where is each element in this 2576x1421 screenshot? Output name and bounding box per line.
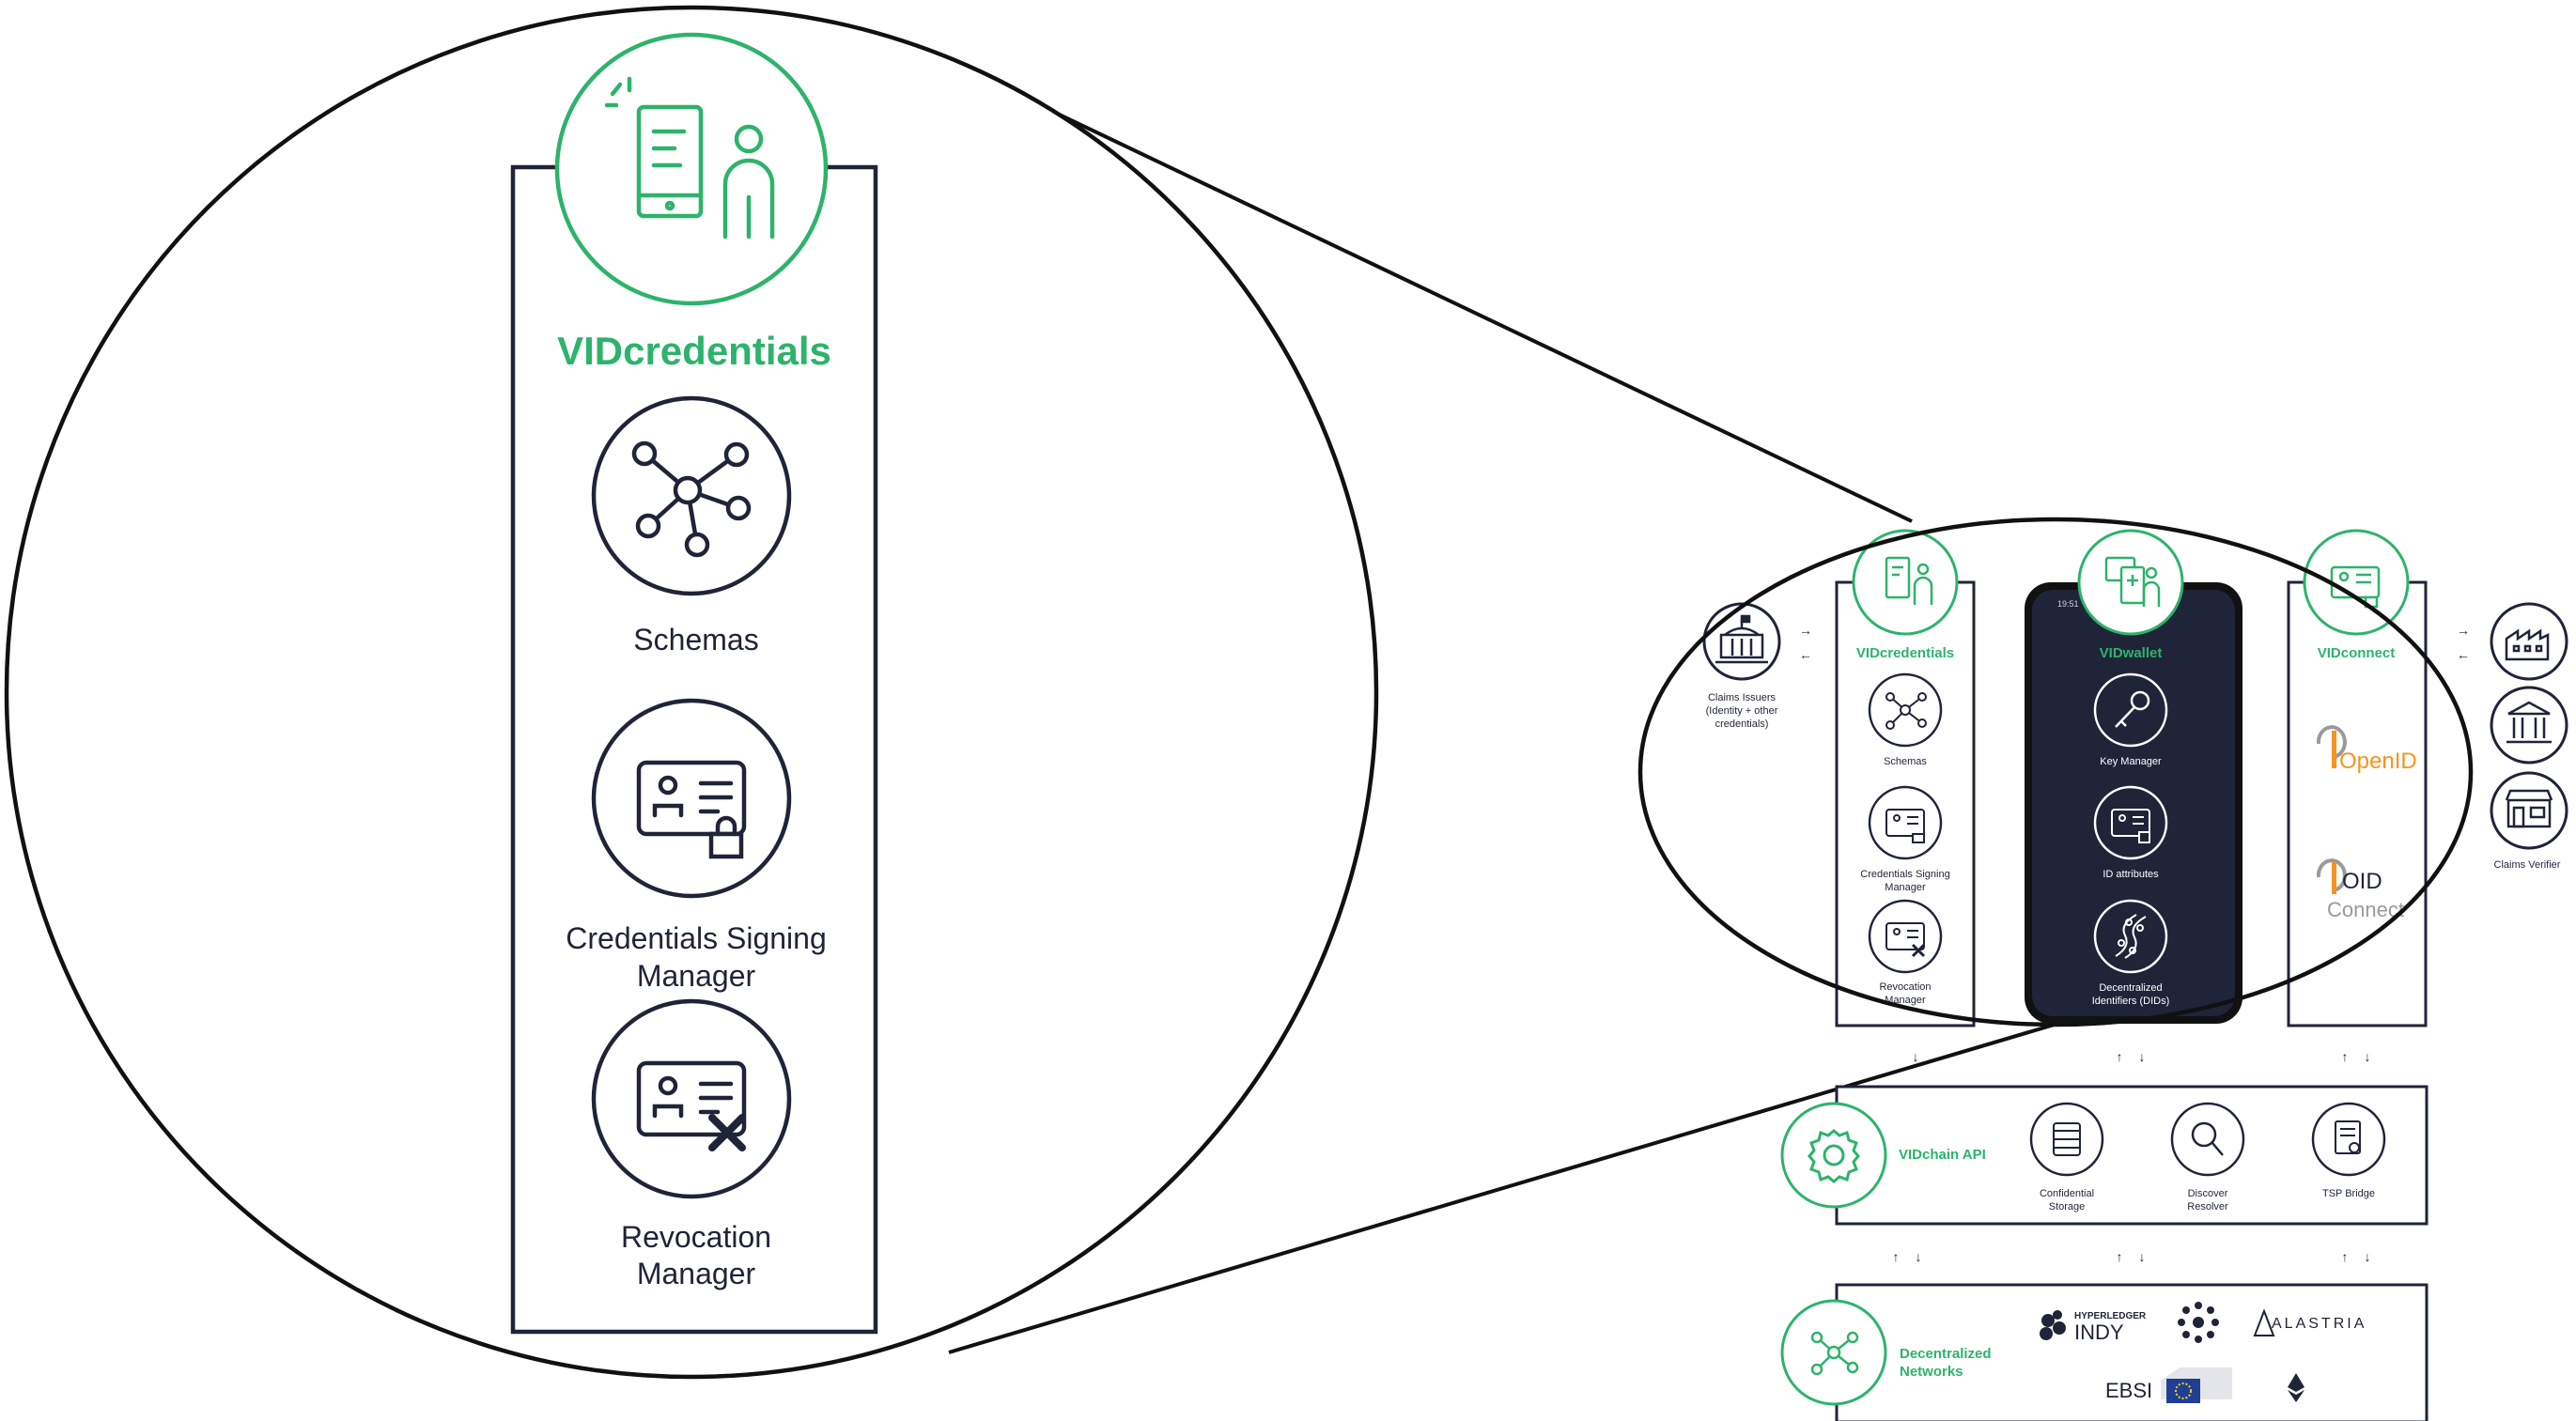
credentials-id-card-lock-icon — [1868, 785, 1943, 860]
credentials-item-signing-1: Credentials Signing — [1860, 869, 1949, 880]
svg-text:→: → — [1799, 623, 1812, 638]
svg-text:↑: ↑ — [2117, 1049, 2123, 1064]
svg-text:↓: ↓ — [1916, 1249, 1922, 1264]
api-item-storage-2: Storage — [2049, 1201, 2086, 1212]
bank-icon — [2490, 686, 2568, 765]
openid-logo: OpenID — [2316, 725, 2417, 774]
mobile-user-icon — [554, 32, 829, 306]
indy-text: INDY — [2074, 1321, 2124, 1344]
issuers-label-2: (Identity + other — [1706, 705, 1778, 717]
svg-text:↑: ↑ — [2342, 1249, 2349, 1264]
wallet-item-did-2: Identifiers (DIDs) — [2092, 996, 2170, 1007]
store-icon — [2490, 771, 2568, 850]
svg-text:↓: ↓ — [2139, 1249, 2146, 1264]
issuer-arrows: → ← — [1799, 623, 1812, 662]
networks-layer: Decentralized Networks HYPERLEDGER INDY … — [1780, 1283, 2429, 1421]
dna-icon — [2093, 899, 2168, 974]
ethereum-logo — [2288, 1373, 2304, 1402]
gear-icon — [1780, 1102, 1887, 1209]
wallet-item-key: Key Manager — [2100, 756, 2162, 767]
network-icon — [591, 395, 792, 596]
id-card-phone-icon — [2093, 785, 2168, 860]
wallet-item-did-1: Decentralized — [2099, 982, 2162, 994]
magnifier-icon — [2170, 1102, 2245, 1177]
api-item-resolver-1: Discover — [2188, 1188, 2228, 1199]
issuer-building-icon — [1702, 602, 1781, 681]
credentials-title: VIDcredentials — [1856, 645, 1954, 661]
ebsi-text: EBSI — [2105, 1379, 2152, 1402]
factory-icon — [2490, 602, 2568, 681]
issuers-label-3: credentials) — [1715, 718, 1769, 730]
ebsi-logo: EBSI — [2105, 1367, 2232, 1403]
wallet-title: VIDwallet — [2100, 645, 2163, 661]
wallet-time: 19:51 — [2057, 599, 2079, 609]
api-item-resolver-2: Resolver — [2187, 1201, 2228, 1212]
credentials-item-schemas: Schemas — [1884, 756, 1927, 767]
zoom-item-signing-1: Credentials Signing — [566, 921, 827, 955]
zoom-item-signing-2: Manager — [637, 959, 756, 993]
api-item-storage-1: Confidential — [2040, 1188, 2094, 1199]
id-card-cross-icon — [591, 998, 792, 1199]
connect-title: VIDconnect — [2318, 645, 2396, 661]
svg-text:←: ← — [2457, 647, 2470, 662]
mobile-plus-user-icon — [2077, 529, 2184, 636]
zoom-connector-lines — [948, 78, 2058, 1354]
openid-text: OpenID — [2339, 749, 2417, 774]
credentials-item-signing-2: Manager — [1885, 882, 1926, 893]
verifier-arrows: → ← — [2457, 623, 2470, 662]
credentials-mobile-user-icon — [1852, 529, 1959, 636]
id-card-lock-icon — [591, 698, 792, 899]
svg-text:↓: ↓ — [2365, 1249, 2371, 1264]
zoom-title: VIDcredentials — [557, 329, 831, 373]
hyperledger-logo: HYPERLEDGER INDY — [2040, 1310, 2147, 1344]
svg-text:↓: ↓ — [2365, 1049, 2371, 1064]
connect-column: VIDconnect OpenID OID Connect — [2287, 529, 2428, 1027]
id-card-lock-green-icon — [2303, 529, 2410, 636]
svg-text:↑: ↑ — [1893, 1249, 1900, 1264]
layer-arrows: ↓ ↑ ↓ ↑ ↓ ↑ ↓ ↑ ↓ ↑ ↓ — [1893, 1049, 2371, 1264]
credentials-network-icon — [1868, 672, 1943, 748]
wallet-phone: 19:51 VIDwallet K — [2025, 529, 2242, 1024]
networks-icon — [1780, 1299, 1887, 1406]
oid-text: OID — [2342, 869, 2382, 894]
alastria-logo: ALASTRIA — [2253, 1308, 2367, 1336]
certificate-icon — [2311, 1102, 2386, 1177]
oid-connect-text: Connect — [2327, 898, 2404, 921]
issuers-label-1: Claims Issuers — [1708, 692, 1777, 703]
credentials-id-card-cross-icon — [1868, 899, 1943, 974]
api-layer: VIDchain API Confidential Storage Discov… — [1780, 1085, 2429, 1226]
small-zoom-circle — [1637, 517, 2474, 1027]
zoom-item-revocation-2: Manager — [637, 1257, 756, 1290]
networks-title-1: Decentralized — [1900, 1346, 1992, 1362]
credentials-item-revocation-1: Revocation — [1879, 981, 1931, 993]
hyperledger-text: HYPERLEDGER — [2074, 1311, 2147, 1321]
eu-flag-logo — [2161, 1367, 2232, 1403]
alastria-text: ALASTRIA — [2272, 1316, 2367, 1332]
overview-diagram: Claims Issuers (Identity + other credent… — [1637, 517, 2568, 1421]
verifier-label: Claims Verifier — [2494, 859, 2561, 871]
zoom-item-revocation-1: Revocation — [621, 1220, 771, 1254]
svg-text:↑: ↑ — [2117, 1249, 2123, 1264]
api-item-tsp: TSP Bridge — [2322, 1188, 2375, 1199]
zoom-panel: VIDcredentials Schemas — [4, 5, 1379, 1380]
key-icon — [2093, 672, 2168, 748]
network-hub-logo — [2178, 1302, 2219, 1343]
api-title: VIDchain API — [1899, 1147, 1986, 1163]
oid-logo: OID Connect — [2316, 858, 2404, 921]
svg-text:→: → — [2457, 623, 2470, 638]
svg-text:↑: ↑ — [2342, 1049, 2349, 1064]
wallet-item-id: ID attributes — [2103, 869, 2159, 880]
svg-text:↓: ↓ — [2139, 1049, 2146, 1064]
credentials-column: VIDcredentials Schemas Cred — [1835, 529, 1976, 1027]
zoom-item-schemas: Schemas — [633, 623, 758, 656]
svg-text:←: ← — [1799, 647, 1812, 662]
svg-text:↓: ↓ — [1913, 1049, 1919, 1064]
networks-title-2: Networks — [1900, 1364, 1963, 1380]
server-icon — [2029, 1102, 2104, 1177]
